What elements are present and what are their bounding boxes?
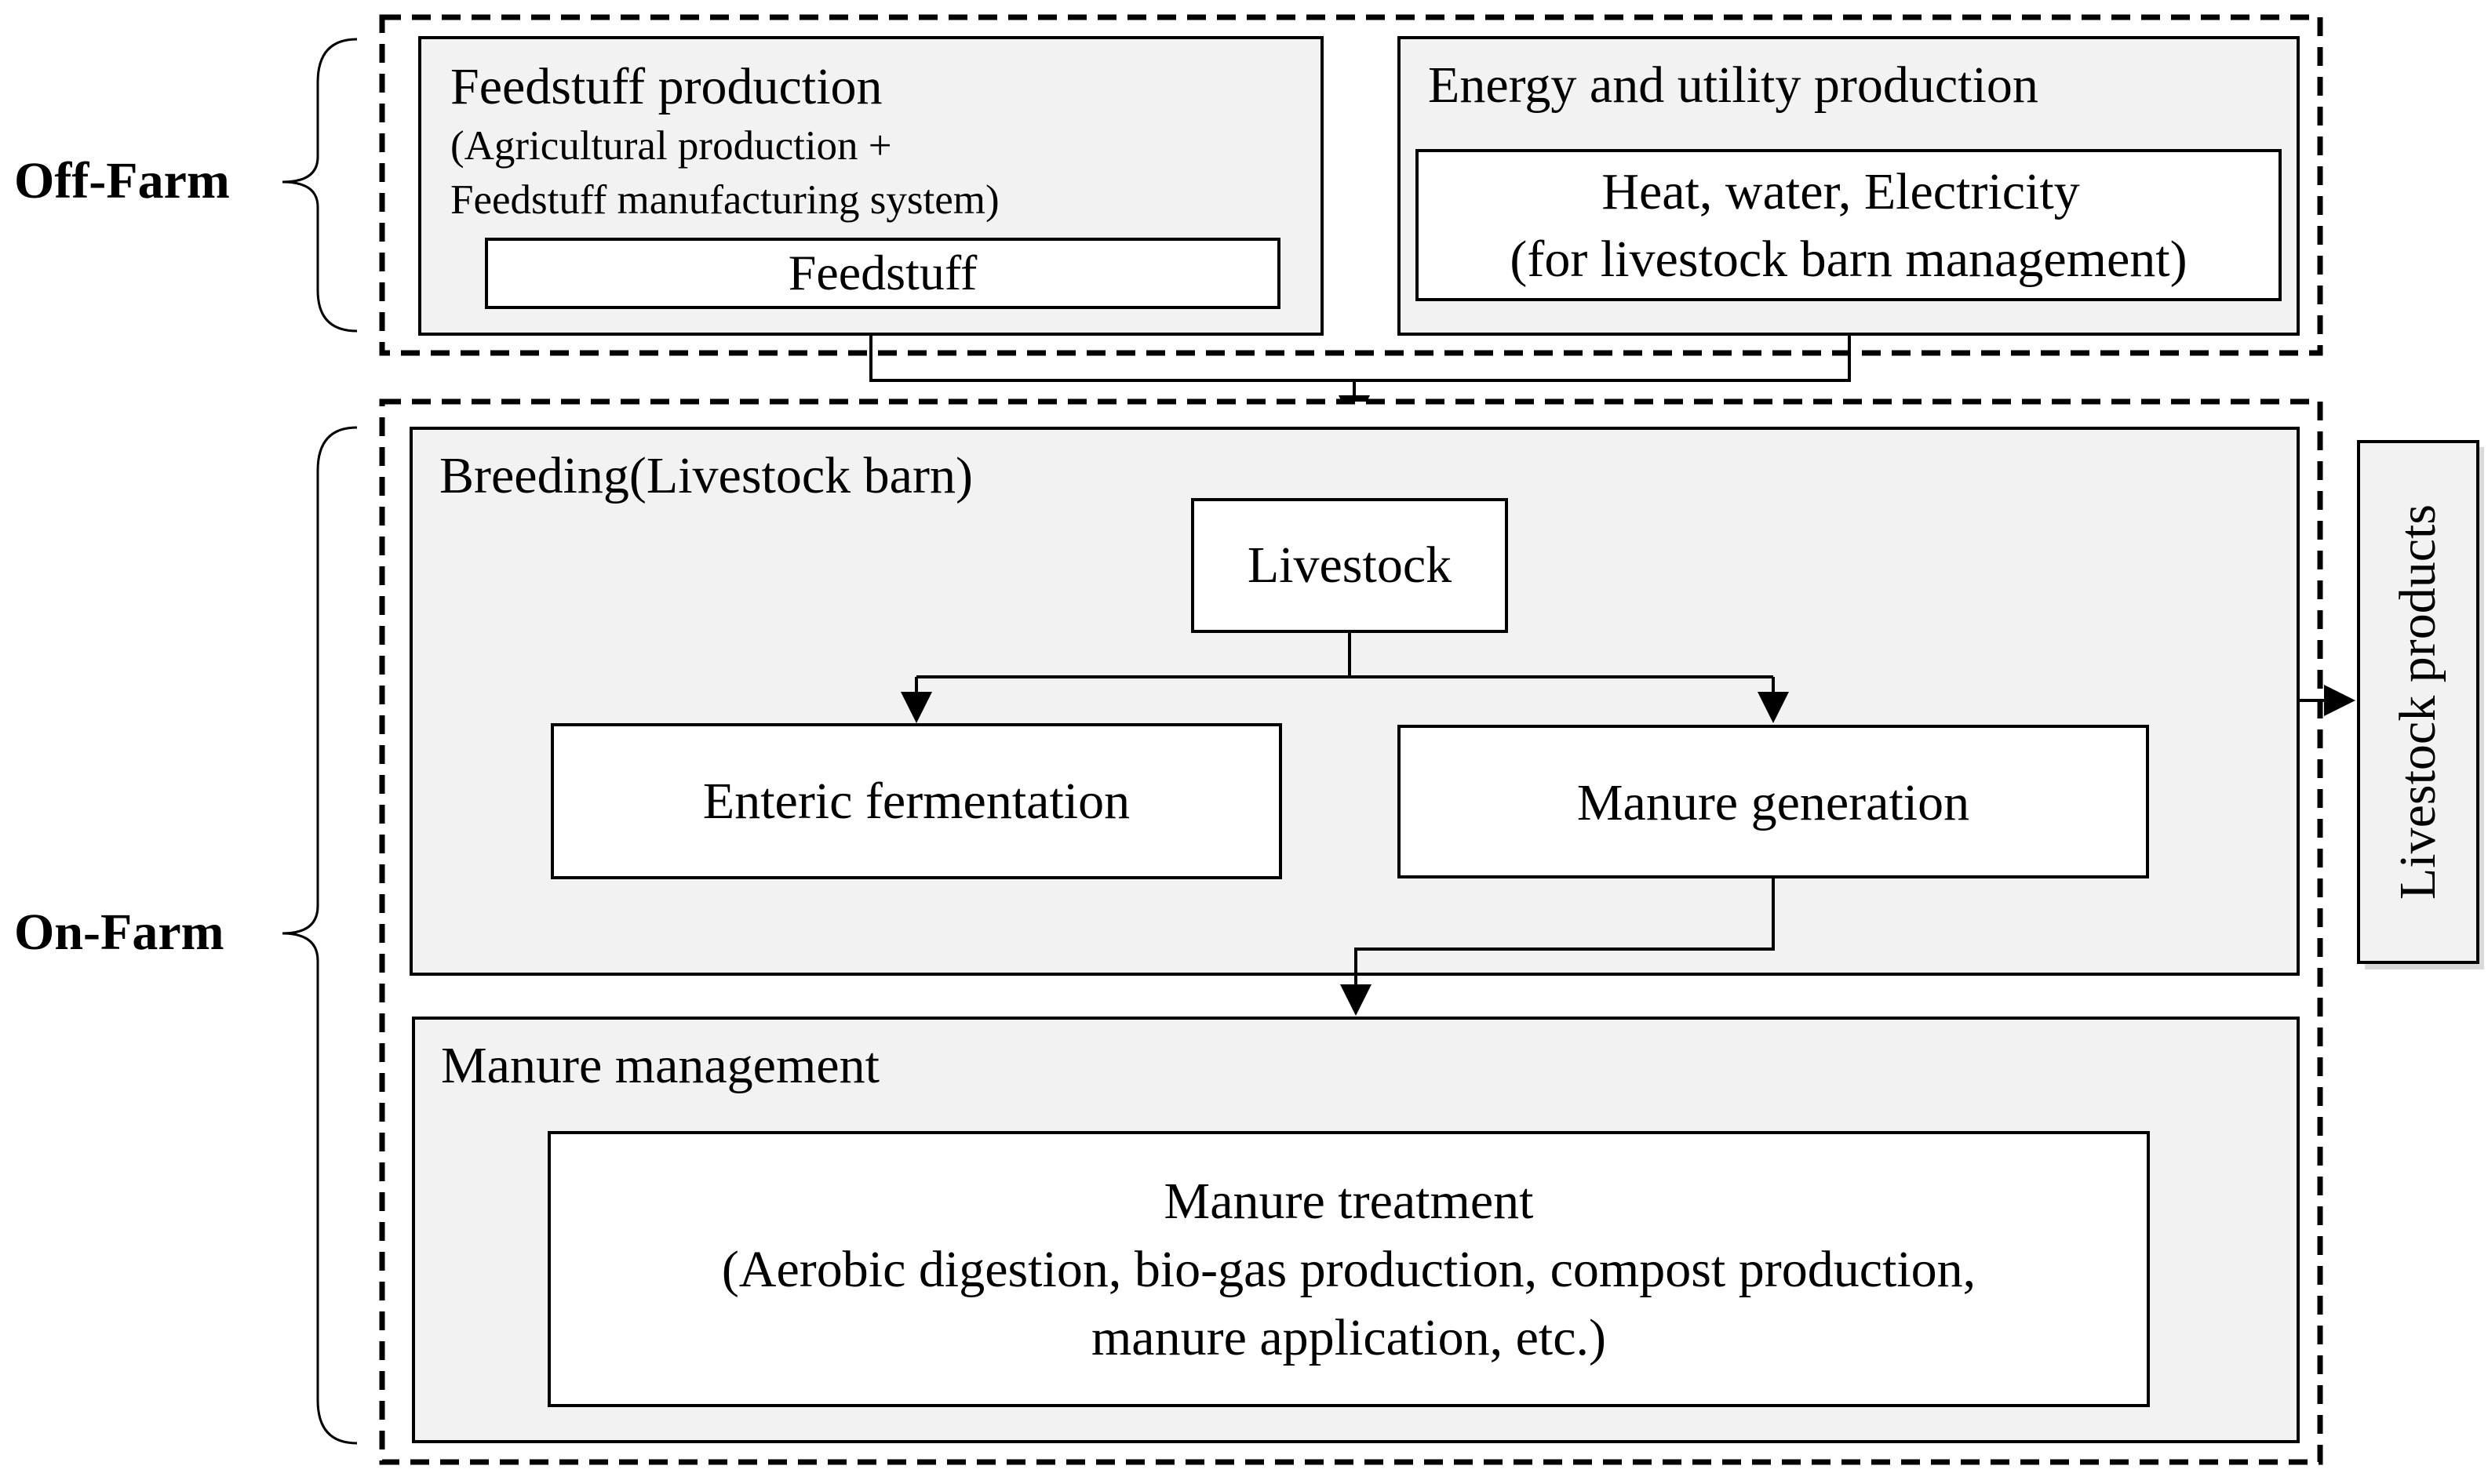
manure-treatment-box (548, 1131, 2150, 1407)
livestock-label: Livestock (1248, 536, 1452, 594)
off-farm-brace (282, 38, 358, 333)
off-farm-merge-connector (869, 334, 1851, 382)
livestock-box (1191, 498, 1508, 633)
feedstuff-production-title: Feedstuff production (450, 58, 883, 115)
energy-production-title: Energy and utility production (1428, 56, 2038, 114)
feedstuff-box (485, 238, 1280, 309)
breeding-title: Breeding(Livestock barn) (439, 447, 973, 504)
livestock-products-box (2357, 440, 2479, 964)
manure-treatment-detail-1: (Aerobic digestion, bio-gas production, … (722, 1241, 1976, 1298)
enteric-fermentation-box (551, 723, 1282, 879)
utilities-label-2: (for livestock barn management) (1510, 231, 2187, 288)
feedstuff-production-subtitle-2: Feedstuff manufacturing system) (450, 177, 1000, 223)
enteric-fermentation-label: Enteric fermentation (703, 773, 1130, 830)
livestock-split-connector (916, 631, 1773, 678)
manure-generation-label: Manure generation (1577, 774, 1969, 831)
utilities-label-1: Heat, water, Electricity (1601, 163, 2079, 220)
utilities-box (1415, 149, 2282, 301)
manure-generation-connector (1354, 877, 1775, 973)
feedstuff-production-subtitle-1: (Agricultural production + (450, 123, 892, 169)
feedstuff-label: Feedstuff (789, 245, 978, 300)
livestock-products-label: Livestock products (2389, 504, 2446, 900)
on-farm-brace (282, 426, 358, 1445)
manure-management-title: Manure management (441, 1037, 880, 1094)
manure-treatment-title: Manure treatment (1164, 1173, 1534, 1230)
manure-treatment-detail-2: manure application, etc.) (1091, 1309, 1606, 1366)
manure-generation-box (1397, 725, 2149, 878)
off-farm-label: Off-Farm (14, 152, 230, 209)
on-farm-label: On-Farm (14, 904, 224, 961)
